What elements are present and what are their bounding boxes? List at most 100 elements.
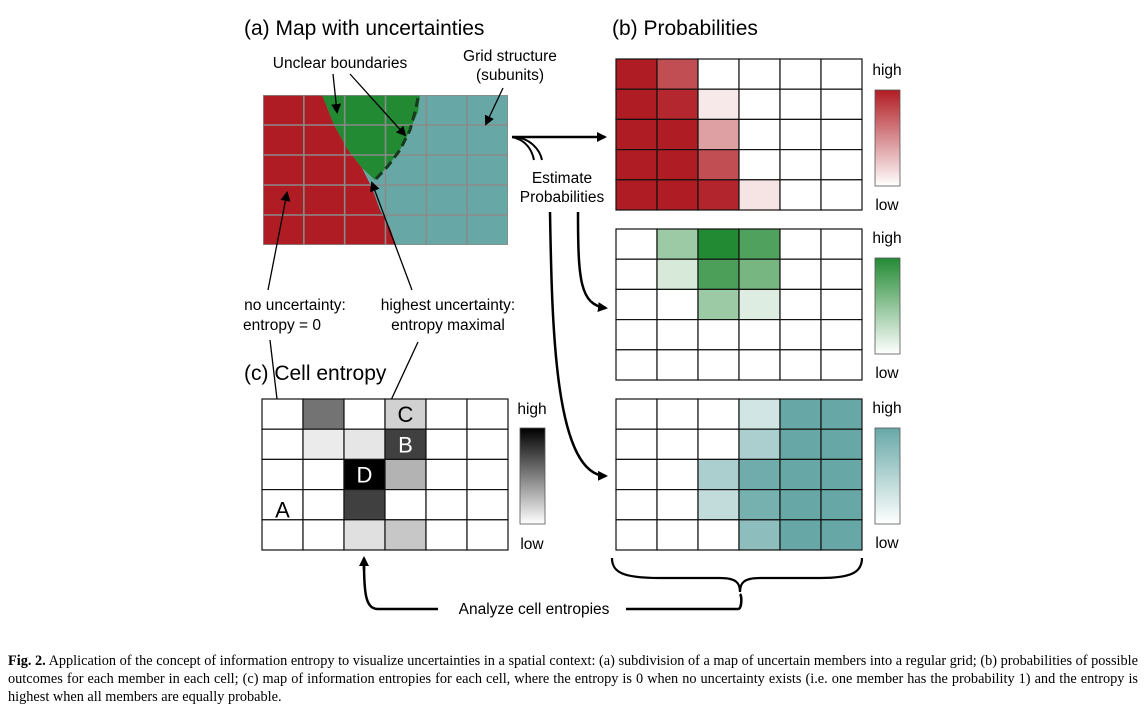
grid-cell (656, 88, 699, 120)
grid-cell (656, 458, 699, 491)
grid-cell (656, 58, 699, 90)
grid-cell (615, 519, 658, 551)
grid-cell (697, 118, 740, 151)
grid-cell (615, 88, 658, 120)
grid-cell (615, 428, 658, 461)
legend-red: high low (872, 62, 901, 214)
grid-cell (615, 398, 658, 430)
grid-cell (738, 258, 781, 291)
grid-cell (425, 519, 468, 551)
grid-cell (425, 489, 468, 521)
panel-a-title: (a) Map with uncertainties (244, 17, 484, 40)
grid-cell (697, 458, 740, 491)
grid-cell (343, 489, 386, 521)
grid-cell (738, 118, 781, 151)
legend-green-bar (874, 257, 901, 355)
legend-red-bar (874, 89, 901, 187)
grid-cell (302, 398, 345, 430)
grid-cell (738, 228, 781, 260)
grid-cell (697, 88, 740, 120)
no-uncertainty-label-line2: entropy = 0 (243, 317, 321, 334)
grid-cell (779, 58, 822, 90)
uncertainty-map (263, 95, 508, 245)
entropy-cell-label-a: A (275, 498, 290, 523)
grid-cell (302, 428, 345, 461)
grid-cell (466, 428, 509, 461)
grid-cell (656, 519, 699, 551)
grid-cell (615, 149, 658, 181)
grid-cell (820, 519, 863, 551)
legend-entropy: high low (517, 401, 546, 553)
grid-cell (779, 258, 822, 291)
grid-cell (656, 258, 699, 291)
grid-cell (615, 258, 658, 291)
arrow-analyze (362, 561, 743, 611)
grid-cell (466, 519, 509, 551)
grid-cell (820, 149, 863, 181)
map-green-region (322, 95, 420, 180)
grid-cell (466, 489, 509, 521)
grid-cell (466, 398, 509, 430)
grid-cell (697, 58, 740, 90)
grid-cell (738, 398, 781, 430)
grid-cell (656, 118, 699, 151)
arrow-unclear-left (331, 73, 342, 114)
grid-structure-label-line1: Grid structure (463, 48, 557, 65)
grid-cell (384, 519, 427, 551)
no-uncertainty-label-line1: no uncertainty: (244, 297, 346, 314)
probability-grid-green (615, 228, 863, 381)
grid-cell (615, 319, 658, 351)
grid-cell (615, 179, 658, 211)
unclear-boundary-line (373, 97, 420, 182)
grid-cell (779, 228, 822, 260)
grid-cell (425, 428, 468, 461)
grid-cell (779, 519, 822, 551)
legend-teal-low: low (875, 535, 899, 552)
grid-cell (343, 458, 386, 491)
highest-uncertainty-label-line1: highest uncertainty: (381, 297, 515, 314)
grid-cell (343, 428, 386, 461)
grid-cell (738, 179, 781, 211)
grid-cell (738, 88, 781, 120)
legend-entropy-high: high (517, 401, 546, 418)
grid-cell (820, 489, 863, 521)
grid-cell (466, 458, 509, 491)
map-red-region (263, 95, 396, 245)
grid-cell (697, 288, 740, 321)
estimate-label-line1: Estimate (532, 170, 592, 187)
grid-cell (615, 288, 658, 321)
grid-cell (425, 398, 468, 430)
entropy-figure: (a) Map with uncertainties (b) Probabili… (243, 17, 902, 618)
grid-cell (738, 489, 781, 521)
legend-green: high low (872, 230, 901, 382)
probability-grid-red (615, 58, 863, 211)
arrow-to-teal-grid (548, 211, 608, 481)
grid-cell (820, 258, 863, 291)
grid-cell (738, 519, 781, 551)
estimate-label-line2: Probabilities (520, 189, 605, 206)
legend-teal: high low (872, 400, 901, 552)
grid-cell (820, 58, 863, 90)
grid-cell (697, 489, 740, 521)
highest-uncertainty-label-line2: entropy maximal (391, 317, 505, 334)
grid-cell (302, 519, 345, 551)
grid-cell (779, 458, 822, 491)
grid-cell (697, 179, 740, 211)
bracket-estimate (511, 136, 543, 161)
grid-cell (738, 288, 781, 321)
grid-cell (820, 118, 863, 151)
grid-cell (738, 58, 781, 90)
legend-green-low: low (875, 365, 899, 382)
grid-cell (738, 349, 781, 381)
grid-cell (656, 428, 699, 461)
grid-cell (615, 118, 658, 151)
grid-cell (738, 319, 781, 351)
grid-cell (697, 228, 740, 260)
grid-cell (615, 489, 658, 521)
grid-cell (779, 88, 822, 120)
grid-cell (656, 179, 699, 211)
grid-cell (697, 349, 740, 381)
legend-teal-bar (874, 427, 901, 525)
probability-grid-teal (615, 398, 863, 551)
grid-cell (615, 458, 658, 491)
